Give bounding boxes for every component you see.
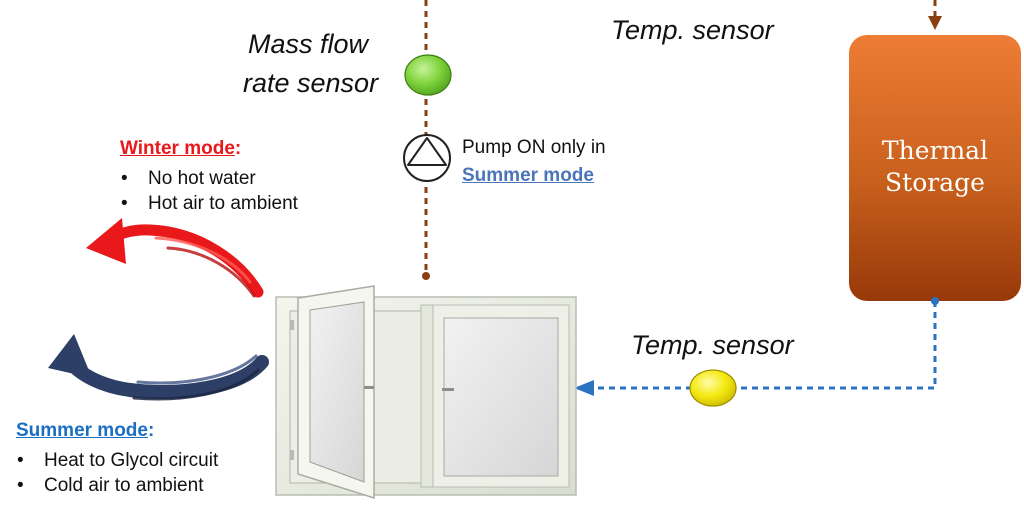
mass-flow-label-line1: Mass flow	[248, 29, 369, 59]
summer-mode-heading: Summer mode:	[16, 421, 154, 440]
arrow-left-icon	[574, 380, 594, 396]
pump-label: Pump ON only in	[462, 137, 606, 158]
list-item: Cold air to ambient	[14, 473, 218, 498]
winter-arrow-icon	[86, 218, 264, 298]
storage-inlet-pipe	[928, 0, 942, 30]
winter-mode-title: Winter mode	[120, 138, 235, 159]
summer-mode-title: Summer mode	[16, 420, 148, 441]
winter-mode-heading: Winter mode:	[120, 139, 241, 158]
winter-mode-colon: :	[234, 138, 242, 159]
pump-mode-link: Summer mode	[462, 165, 594, 186]
summer-arrow-icon	[48, 334, 269, 401]
pump-icon	[403, 134, 451, 182]
window-icon	[275, 285, 577, 500]
winter-mode-list: No hot water Hot air to ambient	[118, 166, 298, 216]
list-item: Hot air to ambient	[118, 191, 298, 216]
mass-flow-label-line2: rate sensor	[243, 68, 379, 98]
storage-label-line2: Storage	[885, 168, 985, 197]
summer-mode-list: Heat to Glycol circuit Cold air to ambie…	[14, 448, 218, 498]
temp-sensor-label-top: Temp. sensor	[611, 15, 774, 45]
pipe-end-dot	[422, 272, 430, 280]
list-item: Heat to Glycol circuit	[14, 448, 218, 473]
thermal-storage-tank	[849, 35, 1021, 301]
storage-label-line1: Thermal	[881, 136, 989, 165]
summer-mode-colon: :	[147, 420, 155, 441]
mass-flow-sensor	[404, 54, 452, 96]
temp-sensor-yellow	[689, 369, 737, 407]
temp-sensor-label-bottom: Temp. sensor	[631, 330, 794, 360]
arrow-down-icon	[928, 16, 942, 30]
list-item: No hot water	[118, 166, 298, 191]
